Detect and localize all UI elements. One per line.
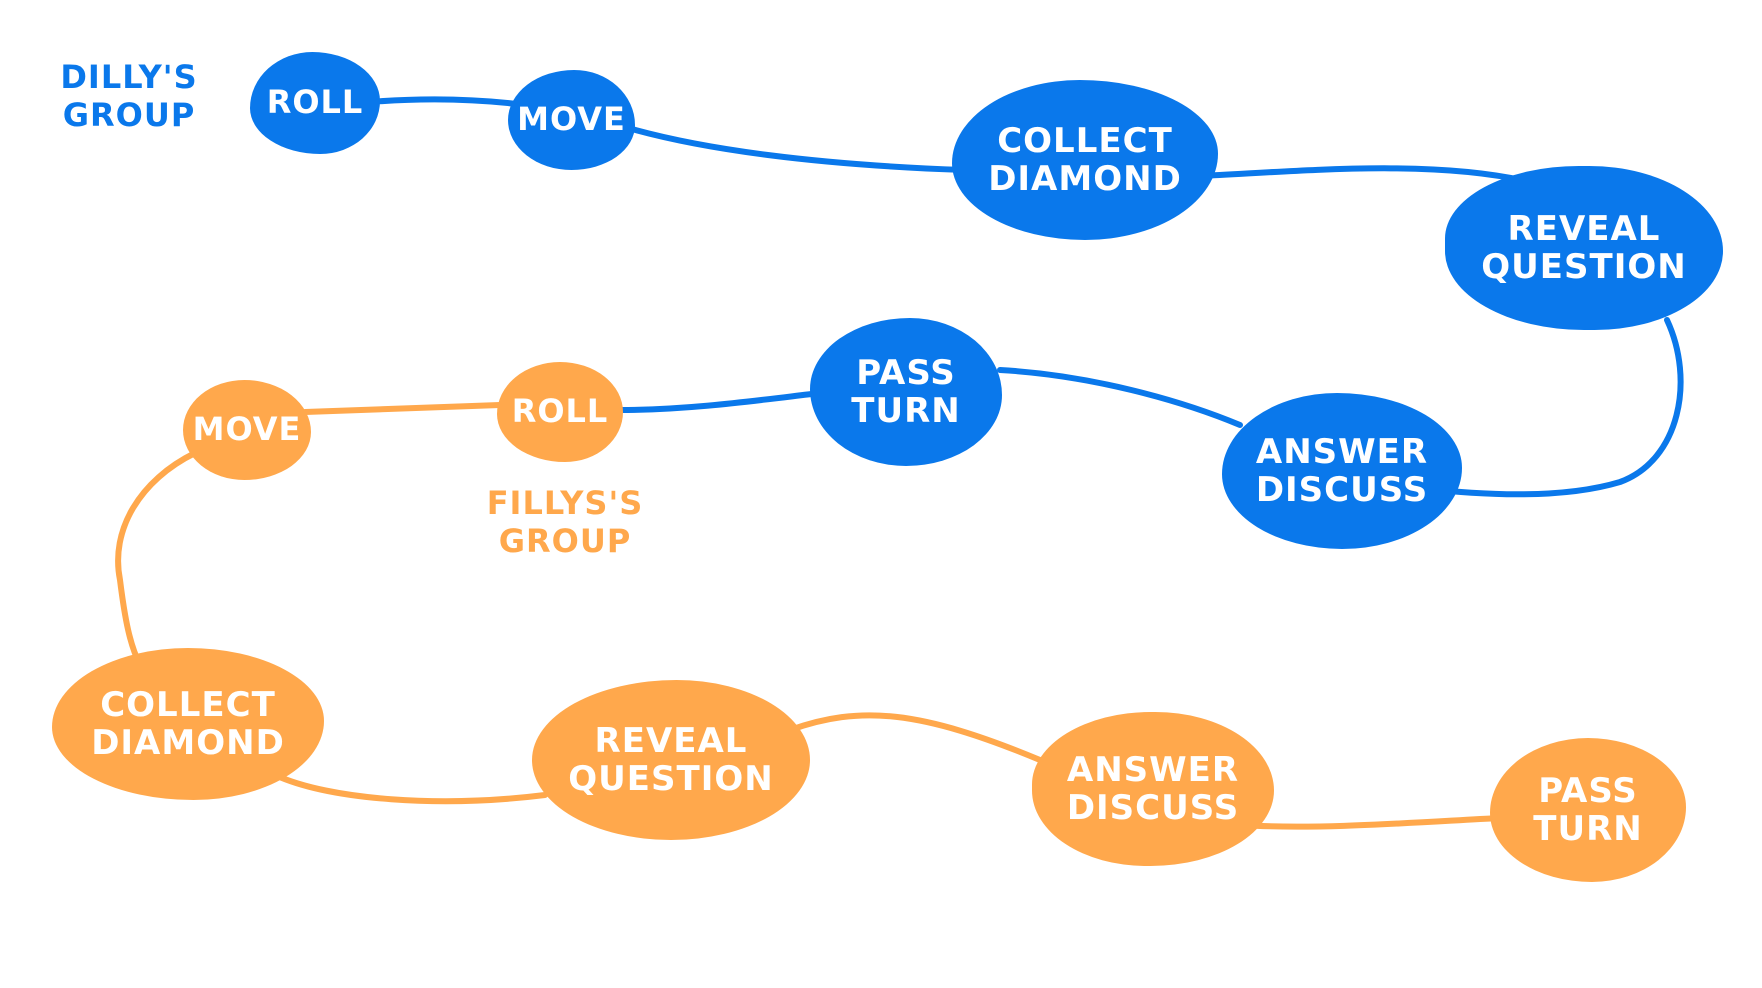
dilly-group-label: DILLY'S GROUP [48, 58, 210, 135]
dilly-group-label-line1: DILLY'S [60, 58, 198, 96]
blue-link-pass-roll [617, 390, 823, 413]
filly-step-reveal-line2: QUESTION [568, 759, 774, 799]
dilly-step-roll: ROLL [250, 52, 380, 154]
dilly-step-roll-line1: ROLL [266, 83, 364, 122]
dilly-step-move-line1: MOVE [517, 100, 626, 139]
filly-group-label-line1: FILLYS'S [486, 484, 644, 522]
dilly-step-answer-line2: DISCUSS [1255, 470, 1429, 510]
orange-link-reveal-answer [787, 712, 1043, 763]
filly-step-collect-diamond: COLLECT DIAMOND [52, 648, 324, 800]
dilly-step-pass-line2: TURN [851, 391, 961, 431]
dilly-step-reveal-question: REVEAL QUESTION [1445, 166, 1723, 330]
filly-step-collect-line2: DIAMOND [91, 723, 285, 763]
dilly-step-collect-line1: COLLECT [997, 120, 1173, 161]
blue-link-move-collect [615, 122, 968, 173]
filly-step-collect-line1: COLLECT [100, 684, 276, 725]
dilly-step-pass-turn: PASS TURN [810, 318, 1002, 466]
filly-group-label: FILLYS'S GROUP [474, 484, 656, 561]
filly-step-answer-discuss: ANSWER DISCUSS [1032, 712, 1274, 866]
dilly-step-answer-discuss: ANSWER DISCUSS [1222, 393, 1462, 549]
dilly-step-answer-line1: ANSWER [1255, 431, 1429, 472]
dilly-step-move: MOVE [508, 70, 635, 170]
filly-step-move: MOVE [183, 380, 311, 480]
blue-link-roll-move [367, 96, 528, 108]
orange-link-collect-reveal [272, 772, 548, 805]
filly-step-pass-line2: TURN [1533, 809, 1643, 849]
orange-link-move-collect [115, 450, 198, 668]
orange-link-answer-pass [1237, 815, 1503, 830]
blue-link-collect-reveal [1197, 165, 1533, 185]
filly-step-roll: ROLL [497, 362, 623, 462]
filly-step-pass-line1: PASS [1538, 770, 1638, 811]
filly-step-move-line1: MOVE [192, 410, 302, 449]
filly-step-answer-line1: ANSWER [1066, 749, 1240, 790]
dilly-step-reveal-line1: REVEAL [1507, 208, 1661, 249]
dilly-step-collect-line2: DIAMOND [988, 159, 1182, 199]
filly-group-label-line2: GROUP [498, 522, 632, 561]
orange-link-roll-move [302, 402, 503, 415]
filly-step-pass-turn: PASS TURN [1490, 738, 1686, 882]
dilly-step-collect-diamond: COLLECT DIAMOND [952, 80, 1218, 240]
filly-step-roll-line1: ROLL [511, 392, 609, 431]
filly-step-reveal-question: REVEAL QUESTION [532, 680, 810, 840]
dilly-step-pass-line1: PASS [856, 352, 956, 393]
dilly-step-reveal-line2: QUESTION [1481, 247, 1687, 287]
dilly-group-label-line2: GROUP [62, 96, 196, 135]
blue-link-answer-pass [997, 367, 1243, 428]
blue-link-reveal-answer [1417, 317, 1684, 498]
filly-step-answer-line2: DISCUSS [1066, 788, 1240, 828]
filly-step-reveal-line1: REVEAL [594, 720, 748, 761]
